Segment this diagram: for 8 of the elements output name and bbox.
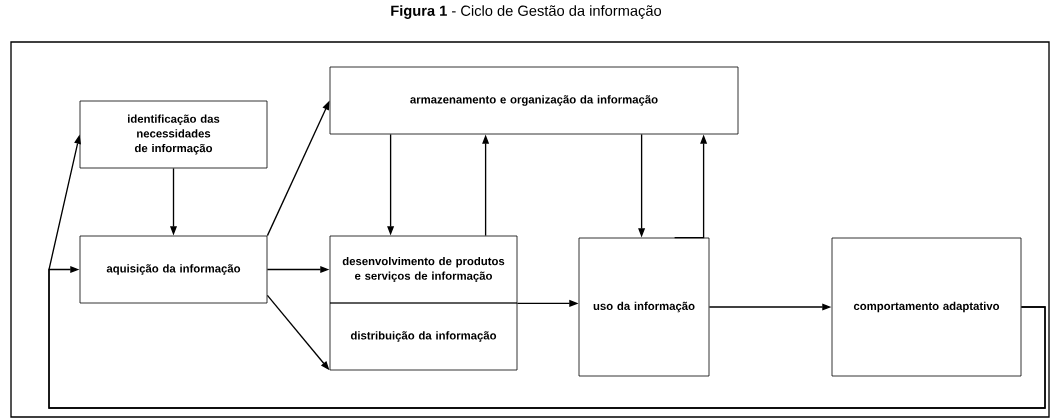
process-box: aquisição da informação	[79, 235, 268, 304]
process-box: identificação das necessidades de informação	[79, 100, 268, 169]
process-box: desenvolvimento de produtos e serviços de informação	[329, 235, 518, 304]
process-box: armazenamento e organização da informação	[329, 66, 739, 135]
process-box: uso da informação	[578, 237, 710, 377]
process-box: comportamento adaptativo	[831, 237, 1022, 377]
figure-title: Figura 1 - Ciclo de Gestão da informação	[391, 5, 662, 19]
process-box: distribuição da informação	[329, 302, 518, 371]
